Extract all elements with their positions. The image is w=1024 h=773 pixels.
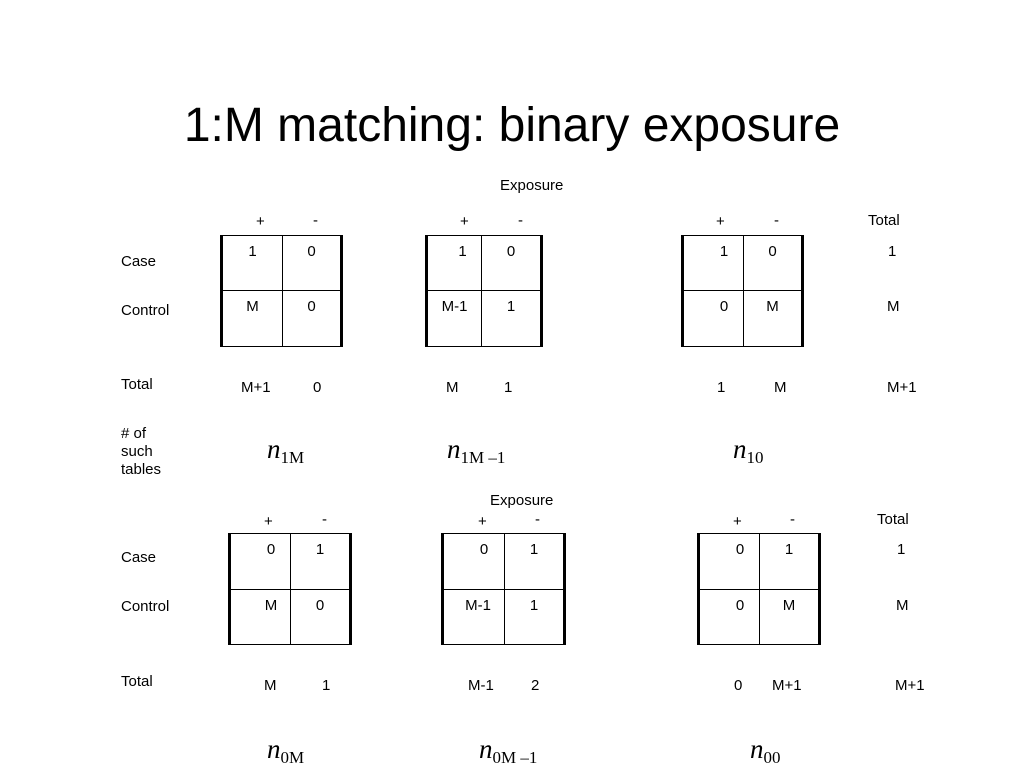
top-total-label: Total — [121, 376, 153, 393]
b2-minus: - — [535, 511, 540, 528]
bottom-grand-total: M+1 — [895, 677, 925, 694]
t3-total-minus: M — [774, 379, 787, 396]
cell: M — [246, 298, 259, 315]
cell: M — [766, 298, 779, 315]
top-total-heading: Total — [868, 212, 900, 229]
t3-total-plus: 1 — [717, 379, 726, 396]
exposure-heading-top: Exposure — [500, 177, 564, 194]
top-table-2: 1 0 M-1 1 — [425, 235, 543, 347]
bottom-table-1: 0 1 M 0 — [228, 533, 352, 645]
b1-total-minus: 1 — [322, 677, 331, 694]
cell: 1 — [784, 541, 794, 558]
count-n1M: n1M — [267, 434, 305, 467]
t1-total-minus: 0 — [313, 379, 322, 396]
top-grand-total: M+1 — [887, 379, 917, 396]
count-n0M: n0M — [267, 734, 305, 767]
top-control-total: M — [887, 298, 900, 315]
count-n00: n00 — [750, 734, 781, 767]
cell: 0 — [719, 298, 729, 315]
count-n0M-minus-1: n0M –1 — [479, 734, 538, 767]
b2-total-plus: M-1 — [468, 677, 494, 694]
bottom-case-total: 1 — [897, 541, 906, 558]
cell: 0 — [307, 298, 316, 315]
t1-total-plus: M+1 — [241, 379, 271, 396]
exposure-heading-bottom: Exposure — [490, 492, 554, 509]
cell: 1 — [458, 243, 467, 260]
cell: 0 — [479, 541, 489, 558]
cell: 1 — [315, 541, 325, 558]
t3-minus: - — [774, 212, 779, 229]
t3-plus: + — [716, 213, 725, 230]
top-case-label: Case — [121, 253, 157, 270]
t2-plus: + — [460, 213, 469, 230]
b3-minus: - — [790, 511, 795, 528]
b1-minus: - — [322, 511, 327, 528]
bottom-table-2: 0 1 M-1 1 — [441, 533, 566, 645]
cell: 0 — [735, 597, 745, 614]
bottom-total-label: Total — [121, 673, 153, 690]
cell: 1 — [506, 298, 516, 315]
b2-plus: + — [478, 513, 487, 530]
t2-minus: - — [518, 212, 523, 229]
cell: 1 — [248, 243, 257, 260]
cell: 1 — [529, 597, 539, 614]
cell: 0 — [307, 243, 316, 260]
top-case-total: 1 — [888, 243, 897, 260]
b1-total-plus: M — [264, 677, 277, 694]
b3-total-plus: 0 — [734, 677, 743, 694]
cell: M — [264, 597, 278, 614]
t1-plus: + — [256, 213, 265, 230]
cell: M — [782, 597, 796, 614]
t2-total-plus: M — [446, 379, 459, 396]
bottom-control-label: Control — [121, 598, 170, 615]
num-tables-label: # of such tables — [121, 425, 162, 478]
bottom-control-total: M — [896, 597, 909, 614]
cell: 0 — [735, 541, 745, 558]
b2-total-minus: 2 — [531, 677, 540, 694]
b3-total-minus: M+1 — [772, 677, 802, 694]
top-table-3: 1 0 0 M — [681, 235, 804, 347]
cell: M-1 — [465, 597, 491, 614]
slide-title: 1:M matching: binary exposure — [183, 99, 841, 152]
bottom-total-heading: Total — [877, 511, 909, 528]
t1-minus: - — [313, 212, 318, 229]
top-control-label: Control — [121, 302, 170, 319]
bottom-table-3: 0 1 0 M — [697, 533, 821, 645]
b1-plus: + — [264, 513, 273, 530]
top-table-1: 1 0 M 0 — [220, 235, 343, 347]
cell: 1 — [529, 541, 539, 558]
bottom-case-label: Case — [121, 549, 157, 566]
cell: 1 — [719, 243, 729, 260]
cell: M-1 — [441, 298, 468, 315]
t2-total-minus: 1 — [504, 379, 513, 396]
cell: 0 — [768, 243, 777, 260]
cell: 0 — [315, 597, 325, 614]
cell: 0 — [506, 243, 516, 260]
b3-plus: + — [733, 513, 742, 530]
cell: 0 — [266, 541, 276, 558]
count-n1M-minus-1: n1M –1 — [447, 434, 506, 467]
count-n10: n10 — [733, 434, 764, 467]
